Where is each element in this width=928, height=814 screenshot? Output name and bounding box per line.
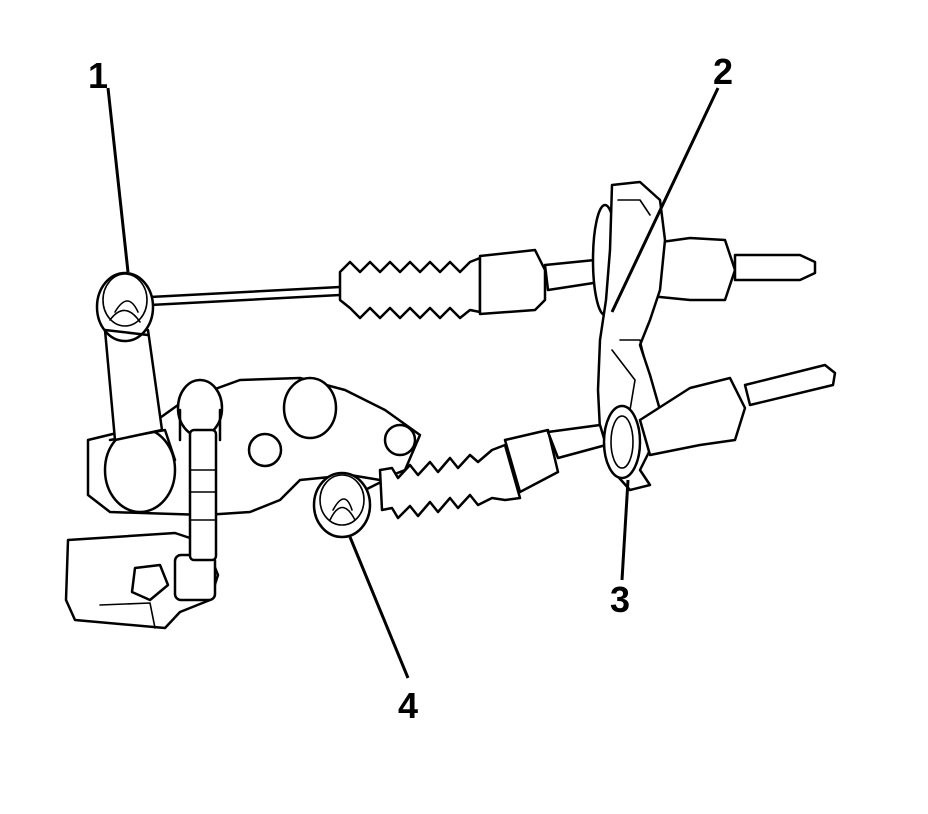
shifter-base-assembly <box>64 328 422 630</box>
lower-shift-cable <box>363 363 837 520</box>
cable-end-4 <box>312 471 372 539</box>
callout-4: 4 <box>348 536 418 726</box>
callout-label-3: 3 <box>610 579 630 620</box>
callout-2: 2 <box>610 51 733 313</box>
callout-1: 1 <box>88 55 130 273</box>
cable-end-1 <box>95 271 155 343</box>
upper-shift-cable <box>148 203 817 320</box>
callout-label-4: 4 <box>398 685 418 726</box>
callout-3: 3 <box>610 479 630 620</box>
callout-label-1: 1 <box>88 55 108 96</box>
callout-label-2: 2 <box>713 51 733 92</box>
